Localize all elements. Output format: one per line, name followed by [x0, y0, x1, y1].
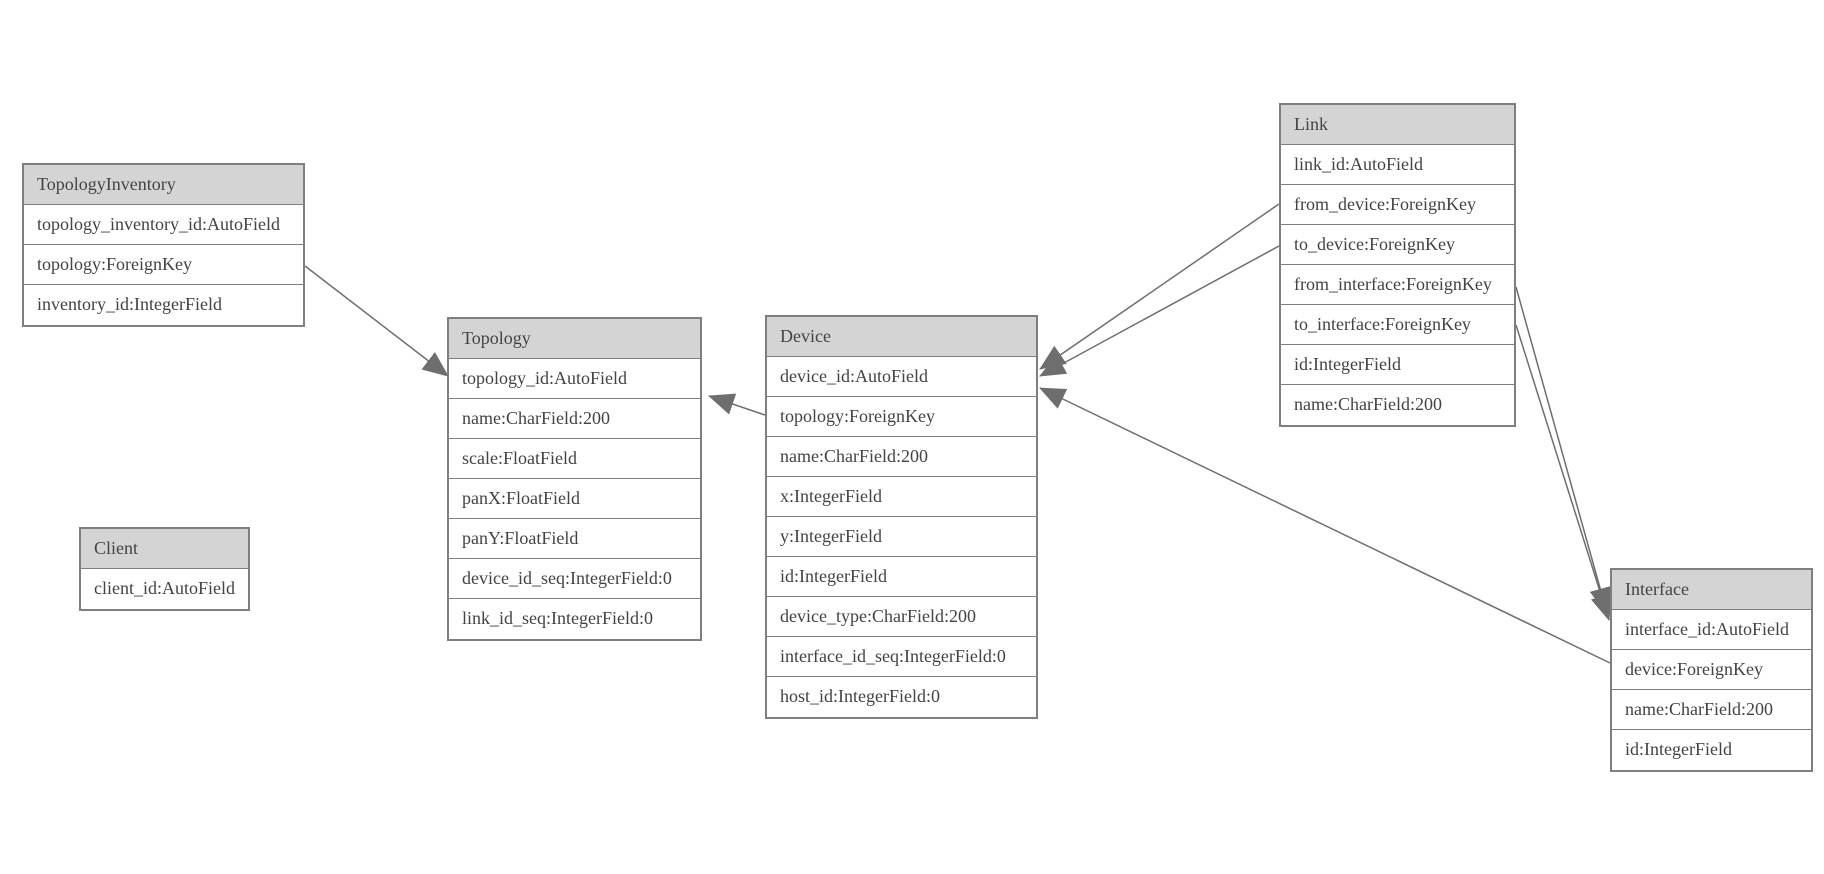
- table-header-device: Device: [767, 317, 1036, 357]
- table-header-link: Link: [1281, 105, 1514, 145]
- field-pany: panY:FloatField: [449, 519, 700, 559]
- entity-table-client: Client client_id:AutoField: [79, 527, 250, 611]
- field-topology-fk: topology:ForeignKey: [24, 245, 303, 285]
- field-device_id: device_id:AutoField: [767, 357, 1036, 397]
- field-name: name:CharField:200: [449, 399, 700, 439]
- field-device_type: device_type:CharField:200: [767, 597, 1036, 637]
- field-x: x:IntegerField: [767, 477, 1036, 517]
- field-y: y:IntegerField: [767, 517, 1036, 557]
- field-to_device: to_device:ForeignKey: [1281, 225, 1514, 265]
- field-name: name:CharField:200: [767, 437, 1036, 477]
- field-device_id_seq: device_id_seq:IntegerField:0: [449, 559, 700, 599]
- field-inventory_id: inventory_id:IntegerField: [24, 285, 303, 325]
- relation-link-fromdevice-device: [1039, 203, 1280, 370]
- relation-link-tointerface-interface: [1515, 324, 1612, 621]
- relation-device-topology: [708, 393, 766, 416]
- field-from_interface: from_interface:ForeignKey: [1281, 265, 1514, 305]
- table-header-client: Client: [81, 529, 248, 569]
- field-id: id:IntegerField: [1281, 345, 1514, 385]
- field-id: id:IntegerField: [1612, 730, 1811, 770]
- field-interface_id_seq: interface_id_seq:IntegerField:0: [767, 637, 1036, 677]
- entity-table-interface: Interface interface_id:AutoField device:…: [1610, 568, 1813, 772]
- field-panx: panX:FloatField: [449, 479, 700, 519]
- field-device-fk: device:ForeignKey: [1612, 650, 1811, 690]
- field-to_interface: to_interface:ForeignKey: [1281, 305, 1514, 345]
- entity-table-device: Device device_id:AutoField topology:Fore…: [765, 315, 1038, 719]
- entity-table-link: Link link_id:AutoField from_device:Forei…: [1279, 103, 1516, 427]
- entity-table-topology: Topology topology_id:AutoField name:Char…: [447, 317, 702, 641]
- field-scale: scale:FloatField: [449, 439, 700, 479]
- field-host_id: host_id:IntegerField:0: [767, 677, 1036, 717]
- field-topology_id: topology_id:AutoField: [449, 359, 700, 399]
- relation-topologyinventory-topology: [304, 265, 449, 377]
- entity-table-topology-inventory: TopologyInventory topology_inventory_id:…: [22, 163, 305, 327]
- field-link_id: link_id:AutoField: [1281, 145, 1514, 185]
- field-topology_inventory_id: topology_inventory_id:AutoField: [24, 205, 303, 245]
- field-client_id: client_id:AutoField: [81, 569, 248, 609]
- table-header-topology-inventory: TopologyInventory: [24, 165, 303, 205]
- relation-interface-device: [1039, 387, 1611, 664]
- field-link_id_seq: link_id_seq:IntegerField:0: [449, 599, 700, 639]
- field-name: name:CharField:200: [1281, 385, 1514, 425]
- field-name: name:CharField:200: [1612, 690, 1811, 730]
- table-header-topology: Topology: [449, 319, 700, 359]
- table-header-interface: Interface: [1612, 570, 1811, 610]
- field-from_device: from_device:ForeignKey: [1281, 185, 1514, 225]
- relation-link-frominterface-interface: [1515, 286, 1611, 614]
- field-topology-fk: topology:ForeignKey: [767, 397, 1036, 437]
- relation-link-todevice-device: [1039, 245, 1280, 377]
- field-interface_id: interface_id:AutoField: [1612, 610, 1811, 650]
- field-id: id:IntegerField: [767, 557, 1036, 597]
